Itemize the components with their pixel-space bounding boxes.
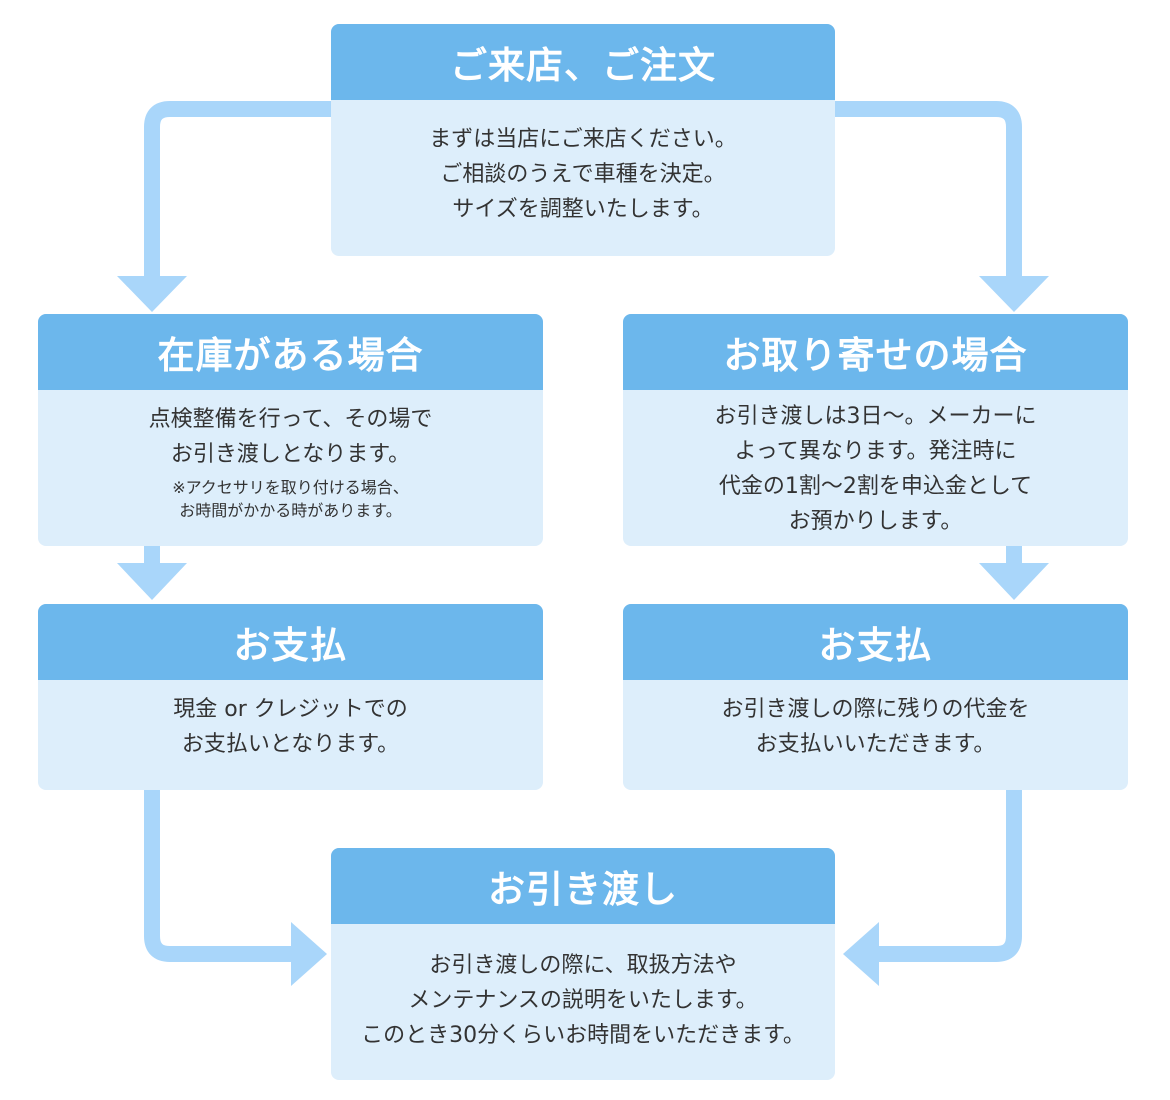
step-description: 点検整備を行って、その場で お引き渡しとなります。 xyxy=(38,390,543,472)
description-line: 点検整備を行って、その場で xyxy=(148,407,433,432)
step-description: まずは当店にご来店ください。 ご相談のうえで車種を決定。 サイズを調整いたします… xyxy=(331,100,835,227)
connector-order-to-orderin xyxy=(835,101,1022,276)
connector-orderin-to-pay xyxy=(1006,546,1022,564)
step-title: お引き渡し xyxy=(331,848,835,924)
step-description: 現金 or クレジットでの お支払いとなります。 xyxy=(38,680,543,762)
connector-payright-to-delivery xyxy=(878,790,1022,962)
arrow-down-icon xyxy=(117,276,187,312)
description-line: 代金の1割〜2割を申込金として xyxy=(718,474,1033,499)
step-title: お取り寄せの場合 xyxy=(623,314,1128,390)
description-line: メンテナンスの説明をいたします。 xyxy=(408,988,758,1013)
step-order-in-box: お取り寄せの場合 お引き渡しは3日〜。メーカーに よって異なります。発注時に 代… xyxy=(623,314,1128,546)
connector-payleft-to-delivery xyxy=(144,790,292,962)
description-line: お支払いとなります。 xyxy=(181,732,400,757)
step-description: お引き渡しの際に、取扱方法や メンテナンスの説明をいたします。 このとき30分く… xyxy=(331,924,835,1053)
description-line: お預かりします。 xyxy=(788,509,963,534)
description-line: お引き渡しは3日〜。メーカーに xyxy=(714,404,1037,429)
step-title: 在庫がある場合 xyxy=(38,314,543,390)
step-title: お支払 xyxy=(623,604,1128,680)
connector-order-to-instock xyxy=(144,101,331,276)
arrow-down-icon xyxy=(979,276,1049,312)
step-pay-right-box: お支払 お引き渡しの際に残りの代金を お支払いいただきます。 xyxy=(623,604,1128,790)
note-line: ※アクセサリを取り付ける場合、 xyxy=(172,478,409,497)
description-line: お支払いいただきます。 xyxy=(755,732,996,757)
arrow-right-icon xyxy=(291,922,327,986)
step-in-stock-box: 在庫がある場合 点検整備を行って、その場で お引き渡しとなります。 ※アクセサリ… xyxy=(38,314,543,546)
arrow-left-icon xyxy=(843,922,879,986)
connector-instock-to-pay xyxy=(144,546,160,564)
step-note: ※アクセサリを取り付ける場合、 お時間がかかる時があります。 xyxy=(38,472,543,522)
description-line: サイズを調整いたします。 xyxy=(452,197,714,222)
note-line: お時間がかかる時があります。 xyxy=(179,501,402,520)
description-line: このとき30分くらいお時間をいただきます。 xyxy=(361,1023,805,1048)
step-delivery-box: お引き渡し お引き渡しの際に、取扱方法や メンテナンスの説明をいたします。 この… xyxy=(331,848,835,1080)
description-line: 現金 or クレジットでの xyxy=(173,697,408,722)
step-title: ご来店、ご注文 xyxy=(331,24,835,100)
description-line: お引き渡しとなります。 xyxy=(170,442,411,467)
arrow-down-icon xyxy=(979,563,1049,600)
description-line: ご相談のうえで車種を決定。 xyxy=(440,162,726,187)
step-description: お引き渡しの際に残りの代金を お支払いいただきます。 xyxy=(623,680,1128,762)
description-line: お引き渡しの際に、取扱方法や xyxy=(429,953,737,978)
description-line: お引き渡しの際に残りの代金を xyxy=(721,697,1030,722)
description-line: まずは当店にご来店ください。 xyxy=(429,127,737,152)
step-pay-left-box: お支払 現金 or クレジットでの お支払いとなります。 xyxy=(38,604,543,790)
arrow-down-icon xyxy=(117,563,187,600)
description-line: よって異なります。発注時に xyxy=(734,439,1017,464)
step-title: お支払 xyxy=(38,604,543,680)
step-order-box: ご来店、ご注文 まずは当店にご来店ください。 ご相談のうえで車種を決定。 サイズ… xyxy=(331,24,835,256)
step-description: お引き渡しは3日〜。メーカーに よって異なります。発注時に 代金の1割〜2割を申… xyxy=(623,390,1128,539)
